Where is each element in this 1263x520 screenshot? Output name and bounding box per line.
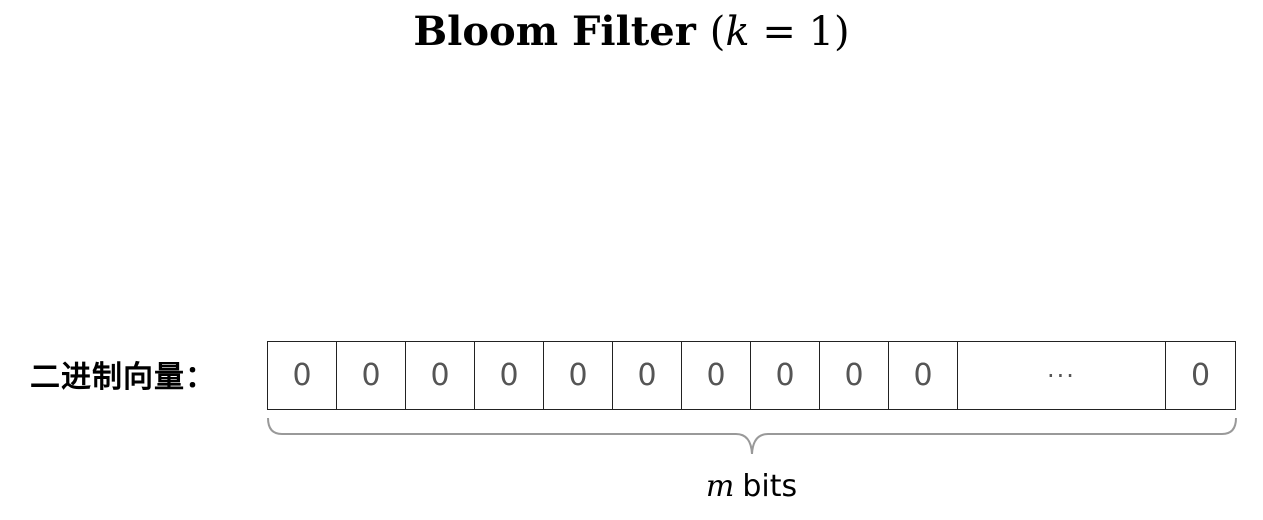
bit-cell-ellipsis: ··· xyxy=(958,342,1166,409)
bit-cell: 0 xyxy=(475,342,544,409)
bit-cell: 0 xyxy=(751,342,820,409)
title-math: (k = 1) xyxy=(710,9,850,55)
title-text: Bloom Filter xyxy=(413,8,696,55)
bit-cell: 0 xyxy=(337,342,406,409)
title-variable-k: k xyxy=(725,9,750,55)
bit-array: 0 0 0 0 0 0 0 0 0 0 ··· 0 xyxy=(267,341,1236,410)
diagram-title: Bloom Filter (k = 1) xyxy=(0,6,1263,58)
bits-text: bits xyxy=(742,469,798,504)
title-paren-close: ) xyxy=(834,9,850,55)
variable-m: m xyxy=(705,469,735,504)
curly-brace xyxy=(267,417,1237,455)
bit-cell: 0 xyxy=(544,342,613,409)
binary-vector-label: 二进制向量： xyxy=(30,360,216,395)
bit-cell: 0 xyxy=(406,342,475,409)
bit-cell: 0 xyxy=(682,342,751,409)
bit-cell-last: 0 xyxy=(1190,358,1211,393)
bit-cell: 0 xyxy=(820,342,889,409)
title-equals-one: = 1 xyxy=(749,9,835,55)
bit-cell: 0 xyxy=(613,342,682,409)
bit-cell: 0 xyxy=(268,342,337,409)
bit-cell: 0 xyxy=(889,342,958,409)
title-paren-open: ( xyxy=(709,9,726,55)
